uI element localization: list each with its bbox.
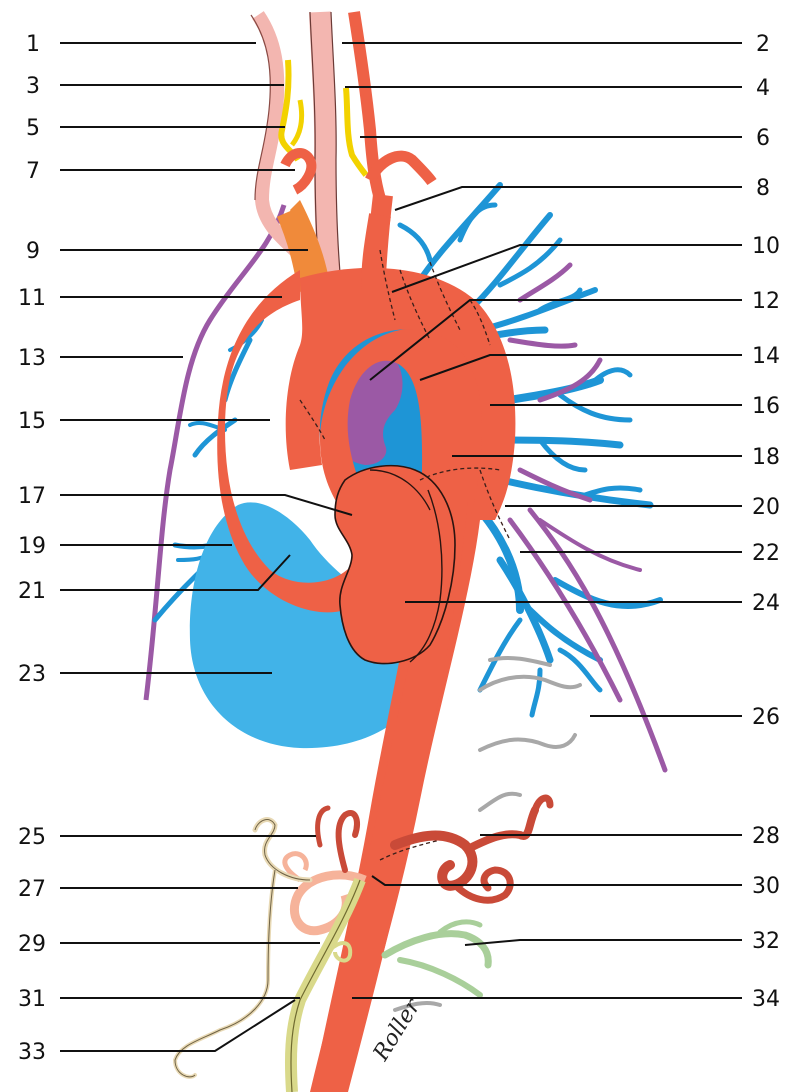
label-33: 33 — [18, 1040, 46, 1065]
green-vessels — [385, 922, 488, 995]
label-17: 17 — [18, 484, 46, 509]
labels-left: 1 3 5 7 9 11 13 15 17 19 21 23 25 27 29 … — [18, 32, 46, 1065]
label-29: 29 — [18, 932, 46, 957]
label-5: 5 — [26, 116, 40, 141]
jugular-vein-pink — [320, 12, 330, 285]
label-11: 11 — [18, 286, 46, 311]
label-25: 25 — [18, 825, 46, 850]
label-1: 1 — [26, 32, 40, 57]
artist-signature: Roller — [368, 993, 426, 1066]
label-24: 24 — [752, 591, 780, 616]
label-31: 31 — [18, 987, 46, 1012]
label-32: 32 — [752, 929, 780, 954]
label-10: 10 — [752, 234, 780, 259]
label-21: 21 — [18, 579, 46, 604]
label-8: 8 — [756, 176, 770, 201]
label-7: 7 — [26, 159, 40, 184]
labels-right: 2 4 6 8 10 12 14 16 18 20 22 24 26 28 30… — [752, 32, 780, 1012]
label-13: 13 — [18, 346, 46, 371]
label-19: 19 — [18, 534, 46, 559]
label-15: 15 — [18, 409, 46, 434]
right-purple-vessels — [510, 265, 665, 770]
yellow-nerve-left-branch — [292, 100, 302, 145]
label-34: 34 — [752, 987, 780, 1012]
label-26: 26 — [752, 705, 780, 730]
label-30: 30 — [752, 874, 780, 899]
label-6: 6 — [756, 126, 770, 151]
label-27: 27 — [18, 877, 46, 902]
label-16: 16 — [752, 394, 780, 419]
label-2: 2 — [756, 32, 770, 57]
label-20: 20 — [752, 495, 780, 520]
label-14: 14 — [752, 344, 780, 369]
label-28: 28 — [752, 824, 780, 849]
mesenteric-artery-loops — [318, 808, 357, 870]
label-12: 12 — [752, 289, 780, 314]
label-3: 3 — [26, 74, 40, 99]
label-22: 22 — [752, 541, 780, 566]
label-18: 18 — [752, 445, 780, 470]
label-9: 9 — [26, 239, 40, 264]
label-4: 4 — [756, 76, 770, 101]
label-23: 23 — [18, 662, 46, 687]
arch-branch-subclavian — [372, 215, 380, 290]
